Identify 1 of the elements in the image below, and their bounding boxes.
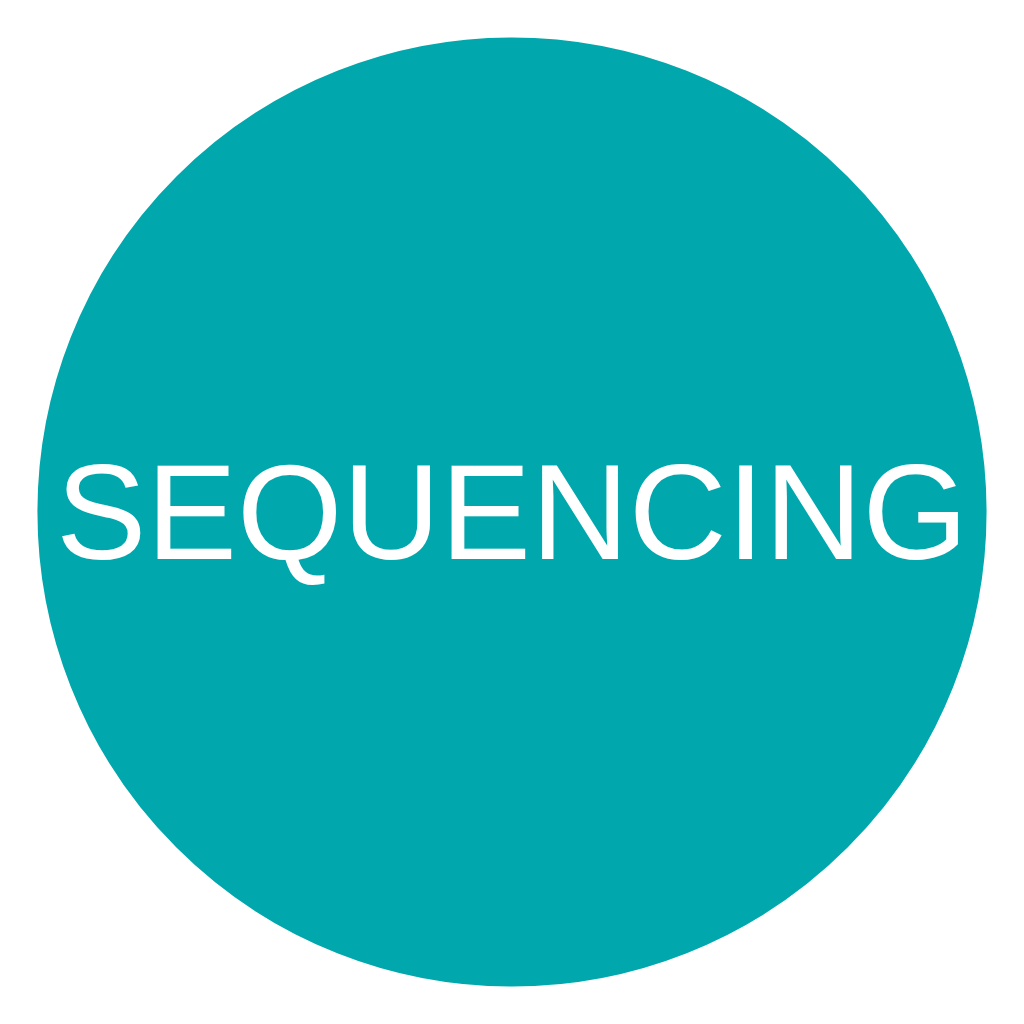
node-circle: SEQUENCING — [37, 37, 987, 987]
